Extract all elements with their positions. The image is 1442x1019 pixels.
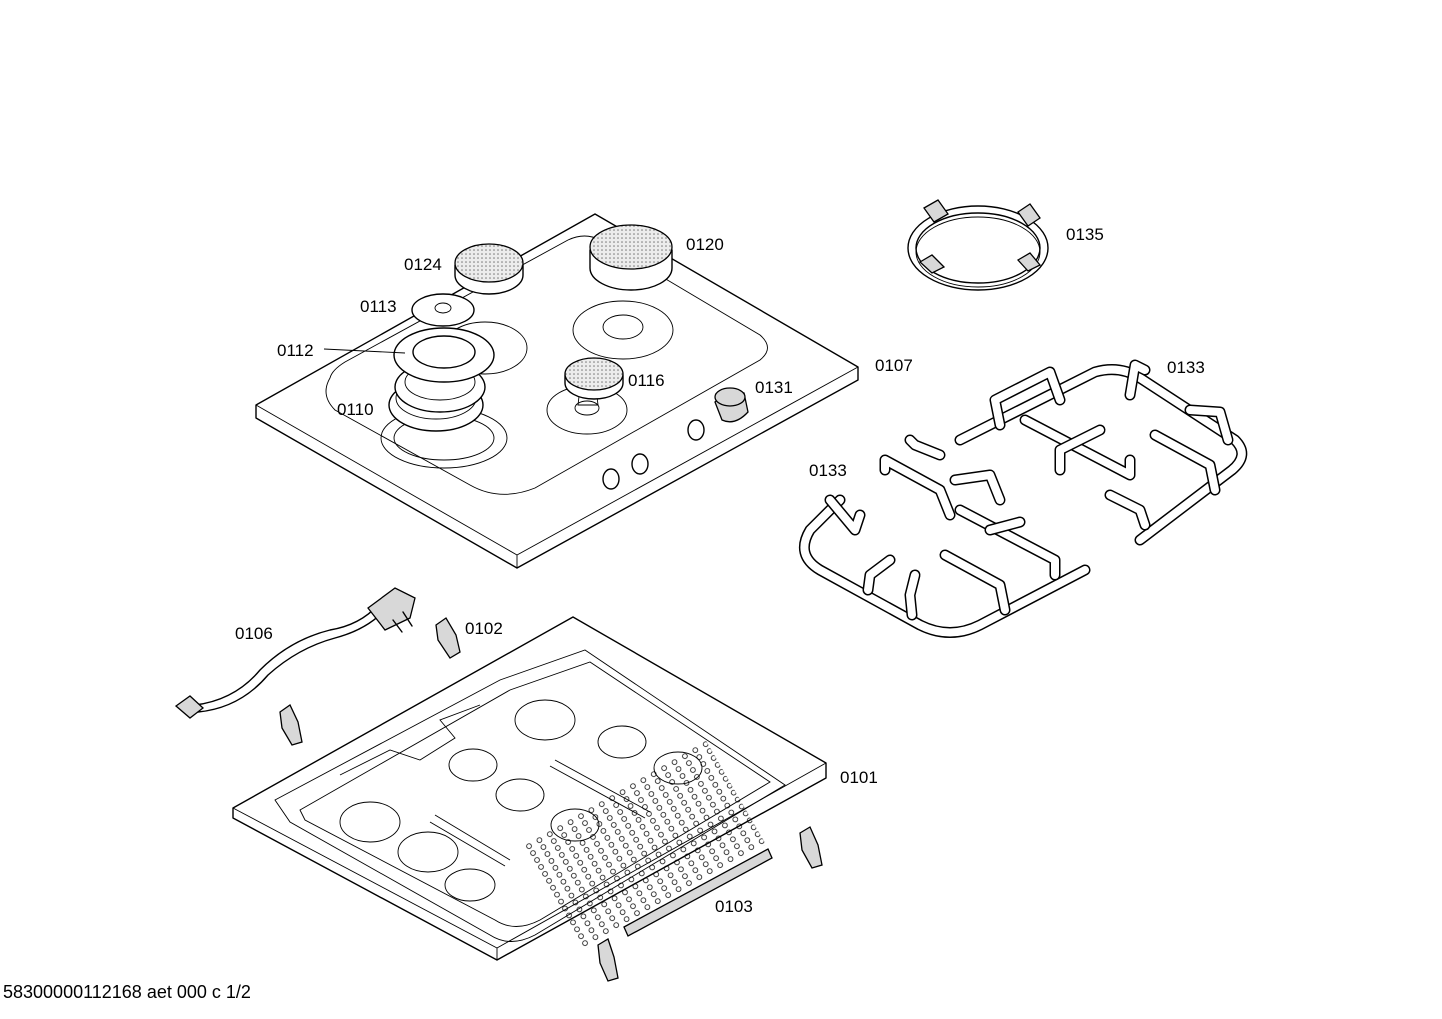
mounting-clip: [435, 617, 461, 659]
mounting-clip: [597, 938, 619, 982]
mounting-clip: [279, 704, 303, 746]
label-0135: 0135: [1066, 225, 1104, 244]
label-0131: 0131: [755, 378, 793, 397]
control-knob: [714, 387, 749, 423]
document-code: 58300000112168 aet 000 c 1/2: [3, 982, 251, 1002]
pan-support-right: [954, 359, 1248, 546]
label-0110: 0110: [337, 400, 374, 419]
label-0120: 0120: [686, 235, 724, 254]
label-0112: 0112: [277, 341, 314, 360]
pan-support-left: [798, 434, 1091, 638]
label-0101: 0101: [840, 768, 878, 787]
power-cable: [174, 587, 416, 719]
burner-cap-0124: [454, 243, 524, 295]
label-0103: 0103: [715, 897, 753, 916]
label-0124: 0124: [404, 255, 442, 274]
label-0102: 0102: [465, 619, 503, 638]
burner-assembly-left: [388, 327, 495, 432]
label-0116: 0116: [628, 371, 665, 390]
burner-cap-0120: [589, 224, 673, 291]
label-0133-right: 0133: [1167, 358, 1205, 377]
burner-cap-0116: [564, 357, 624, 406]
label-0107: 0107: [875, 356, 913, 375]
label-0106: 0106: [235, 624, 273, 643]
mounting-clip: [799, 826, 823, 869]
burner-cap-small: [411, 293, 475, 327]
base-tray: [232, 616, 827, 961]
wok-ring: [907, 199, 1049, 291]
label-0113: 0113: [360, 297, 397, 316]
label-0133-left: 0133: [809, 461, 847, 480]
sealing-strip: [623, 848, 773, 937]
